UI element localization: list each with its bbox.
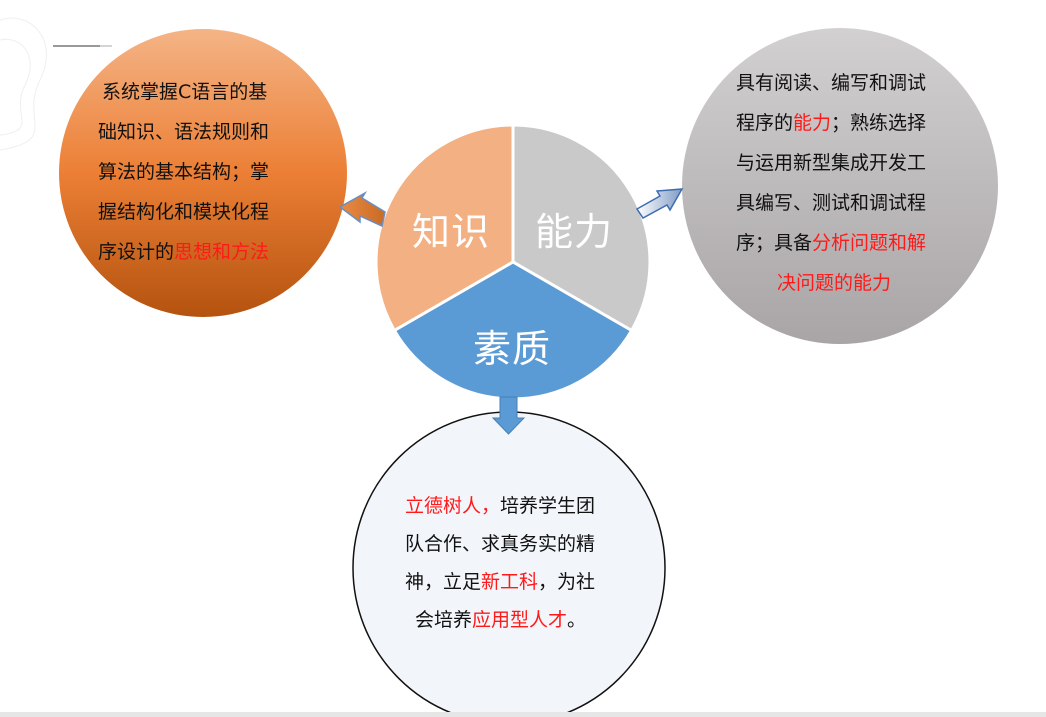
pie-chart	[374, 123, 652, 401]
ability-circle	[682, 28, 998, 344]
background-contours	[0, 17, 47, 151]
bottom-bar	[0, 712, 1046, 717]
ability-text: 具有阅读、编写和调试 程序的能力；熟练选择 与运用新型集成开发工 具编写、测试和…	[736, 72, 927, 294]
pie-label-quality: 素质	[473, 327, 552, 371]
arrow-right-icon	[635, 188, 684, 219]
pie-slice-ability	[511, 123, 652, 333]
knowledge-circle	[59, 29, 347, 317]
knowledge-text: 系统掌握C语言的基 础知识、语法规则和 算法的基本结构；掌 握结构化和模块化程 …	[98, 81, 270, 263]
pie-label-knowledge: 知识	[412, 210, 491, 254]
quality-text: 立德树人，培养学生团 队合作、求真务实的精 神，立足新工科，为社 会培养应用型人…	[405, 495, 596, 631]
pie-label-ability: 能力	[535, 210, 614, 254]
pie-slice-knowledge	[374, 123, 515, 333]
arrow-down-icon	[491, 396, 526, 435]
arrow-left-icon	[338, 190, 386, 228]
